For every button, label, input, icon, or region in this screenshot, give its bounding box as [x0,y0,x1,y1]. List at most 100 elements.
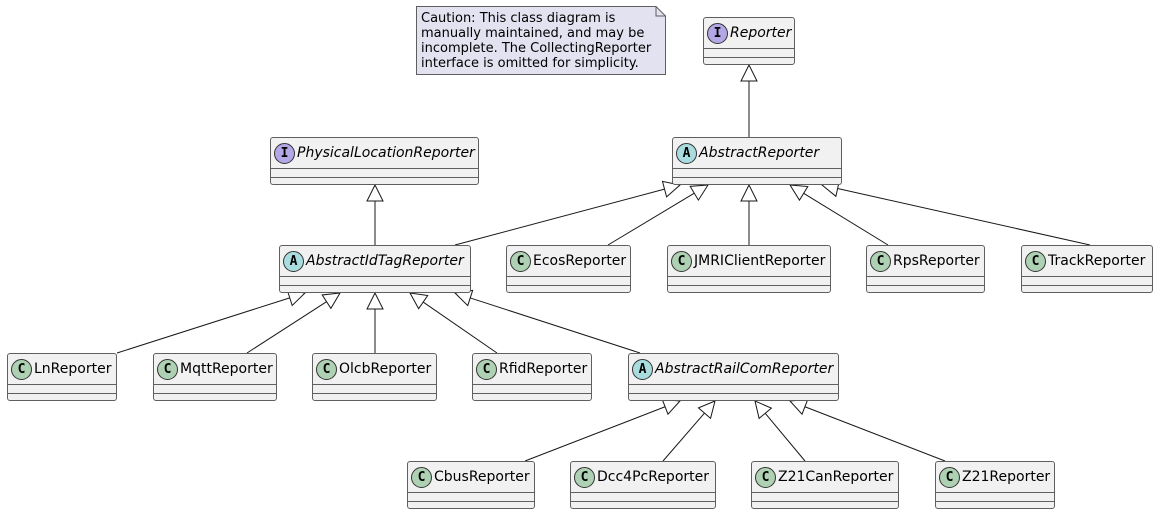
inheritance-edge [454,188,665,246]
class-badge-icon: C [939,466,960,488]
attributes-compartment [313,385,436,394]
class-badge-icon: C [476,358,497,380]
class-name: AbstractIdTagReporter [306,253,464,269]
attributes-compartment [867,277,984,286]
inheritance-edge [246,301,327,354]
generalization-arrowhead-icon [366,291,384,310]
class-name: Reporter [730,25,792,41]
generalization-arrowhead-icon [740,63,758,82]
class-name: EcosReporter [533,253,627,269]
attributes-compartment [936,493,1054,502]
inheritance-edge [524,406,666,462]
attributes-compartment [668,277,830,286]
class-name: Z21Reporter [962,469,1051,485]
generalization-arrowhead-icon [788,398,809,416]
generalization-arrowhead-icon [409,292,429,310]
generalization-arrowhead-icon [321,292,341,310]
class-badge-icon: C [157,358,178,380]
class-name: MqttReporter [180,361,273,377]
inheritance-edge [804,406,946,462]
class-badge-icon: C [671,250,692,272]
generalization-arrowhead-icon [697,400,716,420]
inheritance-edge [422,301,498,354]
class-badge-icon: C [316,358,337,380]
class-name: RpsReporter [893,253,980,269]
note-line: interface is omitted for simplicity. [421,56,639,71]
note-shape [416,6,666,75]
attributes-compartment [507,277,630,286]
abstract-badge-icon: A [632,358,653,380]
generalization-arrowhead-icon [754,400,773,420]
attributes-compartment [1022,277,1152,286]
attributes-compartment [752,493,898,502]
inheritance-edge [764,412,806,462]
class-name: LnReporter [34,361,112,377]
attributes-compartment [704,49,794,58]
attributes-compartment [271,169,478,178]
inheritance-edge [116,297,290,354]
class-badge-icon: C [510,250,531,272]
attributes-compartment [673,169,841,178]
interface-badge-icon: I [707,22,728,44]
interface-badge-icon: I [274,142,295,164]
generalization-arrowhead-icon [689,184,709,202]
class-name: AbstractReporter [699,145,820,161]
class-name: JMRIClientReporter [694,253,826,269]
attributes-compartment [154,385,276,394]
generalization-arrowhead-icon [740,183,758,202]
class-name: CbusReporter [434,469,530,485]
class-name: PhysicalLocationReporter [297,145,475,161]
abstract-badge-icon: A [283,250,304,272]
attributes-compartment [473,385,591,394]
note-line: Caution: This class diagram is [421,11,616,26]
attributes-compartment [408,493,534,502]
attributes-compartment [280,277,470,286]
caution-note: Caution: This class diagram is manually … [416,6,666,75]
generalization-arrowhead-icon [789,184,809,202]
class-badge-icon: C [574,466,595,488]
class-name: AbstractRailComReporter [655,361,834,377]
class-badge-icon: C [11,358,32,380]
class-badge-icon: C [755,466,776,488]
attributes-compartment [8,385,116,394]
class-name: TrackReporter [1048,253,1146,269]
inheritance-edge [803,192,889,246]
abstract-badge-icon: A [676,142,697,164]
class-name: Z21CanReporter [778,469,894,485]
inheritance-edge [470,297,641,354]
class-badge-icon: C [870,250,891,272]
generalization-arrowhead-icon [661,398,682,416]
